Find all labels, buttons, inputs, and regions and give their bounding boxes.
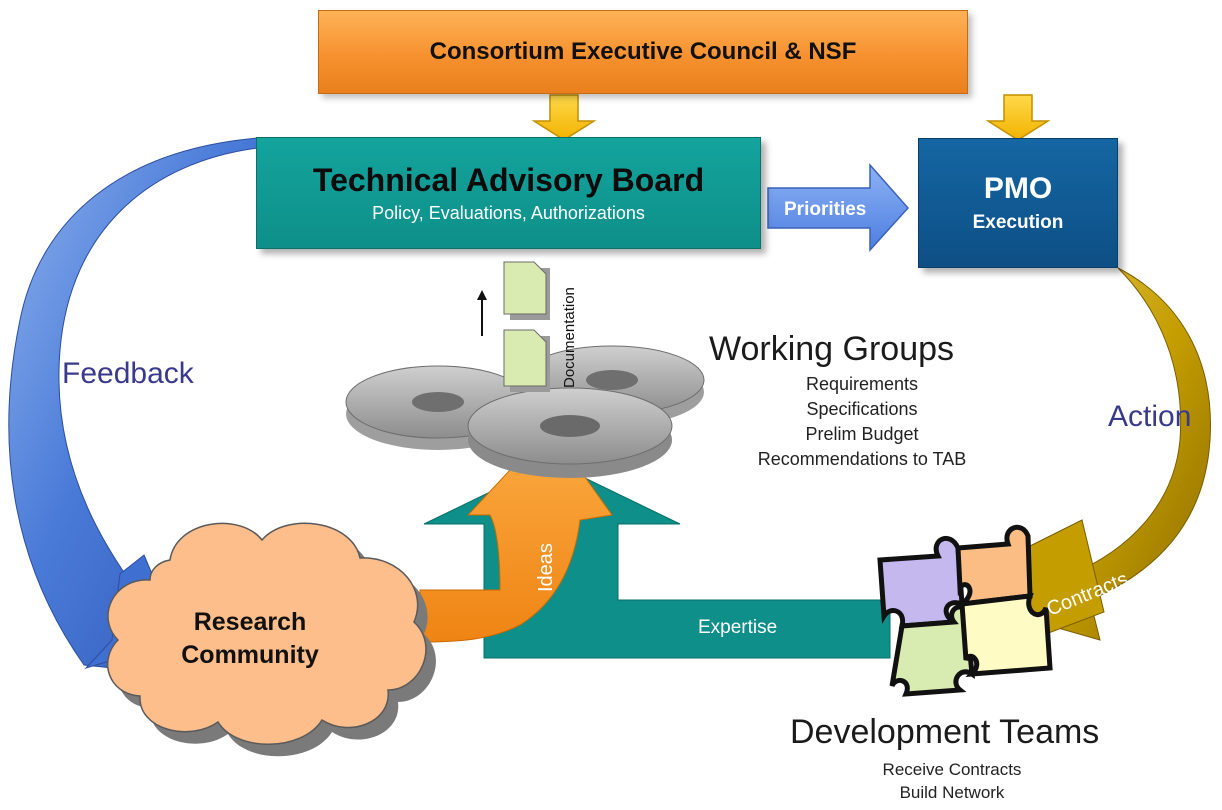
technical-advisory-board-box: Technical Advisory Board Policy, Evaluat… <box>256 137 761 249</box>
priorities-label: Priorities <box>784 199 866 220</box>
ideas-label: Ideas <box>535 543 557 592</box>
priorities-arrow <box>767 163 910 252</box>
working-groups-item: Recommendations to TAB <box>757 449 967 469</box>
tab-title: Technical Advisory Board <box>312 162 705 198</box>
documentation-label: Documentation <box>561 287 578 388</box>
research-community-cloud <box>107 522 436 757</box>
gears-icon <box>345 345 705 478</box>
down-arrow-to-tab <box>531 94 597 141</box>
down-arrow-to-pmo <box>985 94 1051 141</box>
working-groups-item: Specifications <box>806 399 918 419</box>
development-teams-title: Development Teams <box>790 713 1100 751</box>
working-groups-title: Working Groups <box>709 330 955 368</box>
tab-subtitle: Policy, Evaluations, Authorizations <box>372 203 645 223</box>
feedback-label: Feedback <box>62 357 194 390</box>
development-teams-list: Receive Contracts Build Network <box>800 758 1104 804</box>
pmo-box: PMO Execution <box>918 138 1118 268</box>
pmo-subtitle: Execution <box>972 212 1064 233</box>
document-icon <box>503 261 550 392</box>
working-groups-list: Requirements Specifications Prelim Budge… <box>706 372 1018 472</box>
ideas-arrow <box>419 469 613 643</box>
council-box: Consortium Executive Council & NSF <box>318 10 968 94</box>
puzzle-icon <box>877 524 1053 697</box>
development-teams-item: Build Network <box>899 783 1005 802</box>
research-community-label: Research Community <box>150 606 350 672</box>
expertise-label: Expertise <box>698 617 777 638</box>
working-groups-item: Requirements <box>805 374 919 394</box>
research-community-line: Community <box>181 641 319 669</box>
working-groups-item: Prelim Budget <box>805 424 919 444</box>
development-teams-item: Receive Contracts <box>882 760 1022 779</box>
council-label: Consortium Executive Council & NSF <box>429 38 857 65</box>
up-arrow-icon <box>477 290 487 336</box>
research-community-line: Research <box>193 608 307 636</box>
pmo-title: PMO <box>983 172 1053 205</box>
action-label: Action <box>1108 400 1192 433</box>
